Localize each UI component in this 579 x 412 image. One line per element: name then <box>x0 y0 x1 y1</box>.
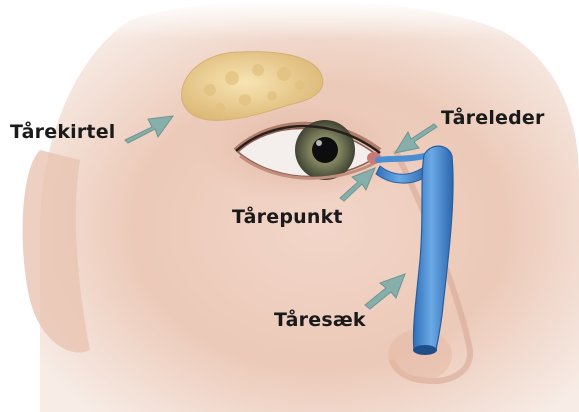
eye-highlight <box>316 140 322 146</box>
canaliculus-upper <box>378 156 424 160</box>
label-canaliculus: Tåreleder <box>441 107 545 129</box>
top-fade <box>0 0 579 40</box>
pupil <box>312 137 338 163</box>
duct-opening <box>413 345 437 355</box>
label-punctum: Tårepunkt <box>232 206 343 228</box>
label-lacrimal-sac: Tåresæk <box>274 309 366 331</box>
label-lacrimal-gland: Tårekirtel <box>10 121 116 143</box>
